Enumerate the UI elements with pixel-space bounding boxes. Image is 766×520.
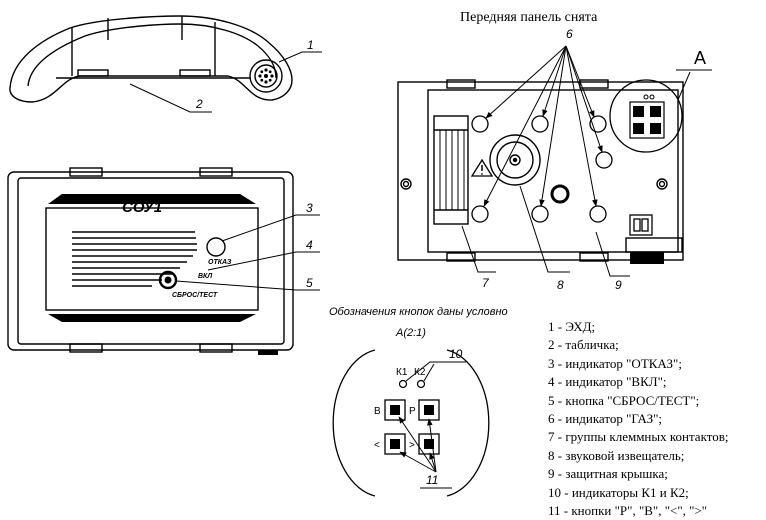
- callout-11: 11: [426, 473, 438, 487]
- legend-item: 5 - кнопка "СБРОС/ТЕСТ";: [548, 392, 700, 408]
- warning-triangle-icon: [470, 158, 494, 177]
- ring-icon: [550, 184, 570, 204]
- callout-5: 5: [306, 276, 313, 290]
- legend-item: 6 - индикатор "ГАЗ";: [548, 411, 663, 427]
- technical-drawing: 1 2 СОУ1 ОТКАЗ ВКЛ СБРОС/ТЕСТ: [7, 10, 712, 497]
- legend-item: 2 - табличка;: [548, 337, 619, 353]
- button-p-label: Р: [409, 406, 416, 417]
- device-logo: СОУ1: [122, 199, 162, 216]
- callout-leaders-open: [461, 185, 630, 277]
- legend-list: 1 - ЭХД; 2 - табличка; 3 - индикатор "ОТ…: [548, 318, 728, 520]
- legend-item: 8 - звуковой извещатель;: [548, 447, 685, 463]
- detail-marker-link: [677, 71, 691, 101]
- callout-8: 8: [557, 278, 564, 292]
- legend-item: 4 - индикатор "ВКЛ";: [548, 374, 667, 390]
- sensor-grille-icon: [258, 68, 274, 84]
- detail-marker-a: А: [694, 48, 706, 68]
- device-top-view: [9, 15, 293, 103]
- buttons-note: Обозначения кнопок даны условно: [329, 306, 508, 318]
- callout-leaders-front: [175, 214, 320, 291]
- callout-leaders-top: [129, 51, 322, 113]
- callout-4: 4: [306, 238, 313, 252]
- sound-buzzer-icon: [489, 134, 541, 186]
- button-b[interactable]: [384, 399, 406, 421]
- detail-outline: [332, 349, 490, 497]
- legend-item: 3 - индикатор "ОТКАЗ";: [548, 355, 682, 371]
- device-open-view: [397, 79, 684, 262]
- fault-indicator-icon: [206, 237, 226, 257]
- protective-cover: [625, 237, 683, 253]
- terminal-block-icon: [439, 130, 465, 210]
- legend-item: 11 - кнопки "Р", "В", "<", ">": [548, 503, 708, 519]
- fault-indicator-label: ОТКАЗ: [208, 259, 232, 266]
- bottom-foot: [258, 350, 278, 355]
- legend-item: 9 - защитная крышка;: [548, 466, 668, 482]
- callout-1: 1: [307, 38, 314, 52]
- callout-9: 9: [615, 278, 622, 292]
- front-black-bands: [48, 194, 256, 322]
- callout-3: 3: [306, 201, 313, 215]
- cover-base: [630, 252, 664, 264]
- callout-10: 10: [449, 347, 463, 361]
- legend-item: 10 - индикаторы К1 и К2;: [548, 484, 689, 500]
- k2-indicator-icon: [416, 379, 426, 389]
- callout-6-arrows: [483, 45, 603, 207]
- callout-10-leader: [405, 361, 466, 382]
- connector-icon: [629, 214, 653, 236]
- callout-11-arrows: [398, 416, 452, 489]
- reset-test-label: СБРОС/ТЕСТ: [172, 292, 218, 299]
- legend-item: 1 - ЭХД;: [548, 319, 596, 334]
- detail-zone-a: [609, 79, 683, 153]
- device-front-view: [7, 167, 294, 353]
- gas-indicator-icons: [471, 115, 613, 223]
- detail-title: А(2:1): [395, 327, 426, 339]
- legend-item: 7 - группы клеммных контактов;: [548, 429, 729, 445]
- button-b-label: В: [374, 406, 381, 417]
- k1-indicator-icon: [398, 379, 408, 389]
- on-indicator-label: ВКЛ: [198, 273, 212, 280]
- reset-test-button[interactable]: [158, 270, 178, 290]
- button-p[interactable]: [418, 399, 440, 421]
- callout-2: 2: [195, 97, 203, 111]
- keypad-mini: [629, 94, 665, 139]
- k1-label: К1: [396, 367, 408, 378]
- button-left-label: <: [374, 440, 380, 451]
- button-right[interactable]: [418, 433, 440, 455]
- callout-7: 7: [482, 276, 490, 290]
- page-title: Передняя панель снята: [460, 10, 598, 25]
- button-right-label: >: [409, 440, 415, 451]
- button-left[interactable]: [384, 433, 406, 455]
- label-plate-stripes: [72, 231, 197, 287]
- k2-label: К2: [414, 367, 426, 378]
- callout-6: 6: [566, 27, 573, 41]
